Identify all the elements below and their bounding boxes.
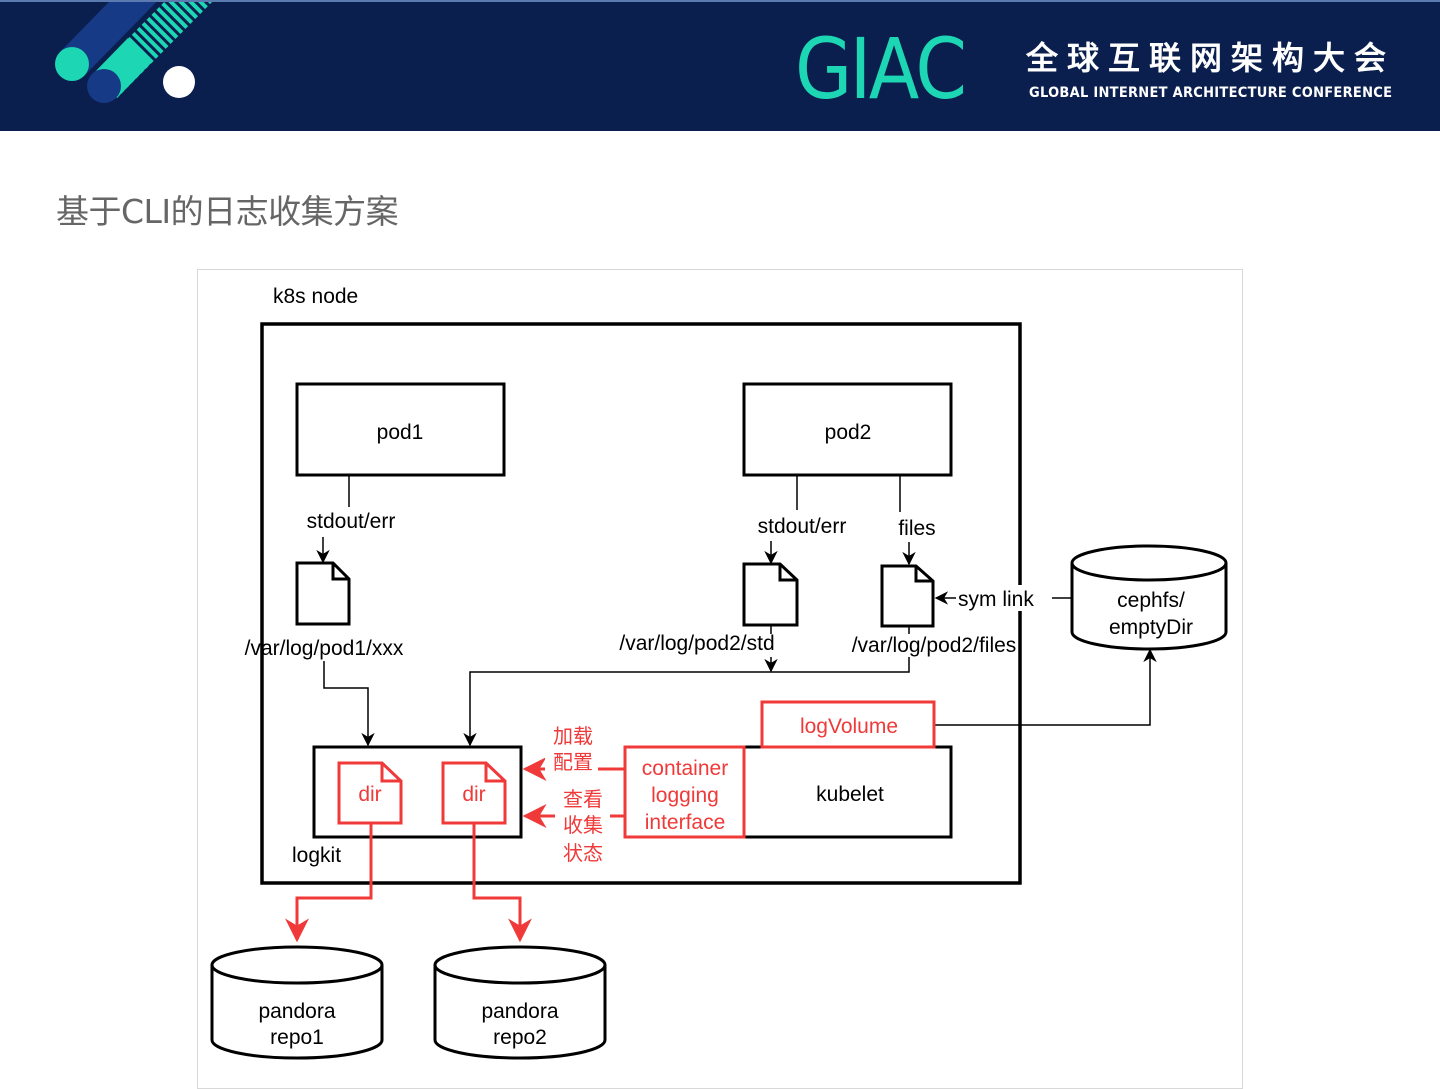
logkit-label: logkit <box>292 844 341 867</box>
pod1-stdout-label: stdout/err <box>307 510 396 533</box>
dir-label: dir <box>462 783 485 806</box>
logvolume-to-cephfs-arrow <box>934 648 1157 726</box>
conference-name-en: GLOBAL INTERNET ARCHITECTURE CONFERENCE <box>1029 85 1393 101</box>
cli-box <box>623 745 746 839</box>
file-path-pod1: /var/log/pod1/xxx <box>245 637 404 660</box>
pod2-stdout-label: stdout/err <box>758 515 847 538</box>
dir-label: dir <box>358 783 381 806</box>
file-path-pod2-std: /var/log/pod2/std <box>619 632 774 655</box>
file-icon <box>880 564 935 628</box>
dir-file-icon: dir <box>337 761 403 825</box>
dir2-to-repo2-arrow <box>472 823 532 943</box>
logo-blue-dot <box>87 69 121 103</box>
conference-name-cn: 全球互联网架构大会 <box>1026 39 1396 77</box>
conference-header: GIAC 全球互联网架构大会 GLOBAL INTERNET ARCHITECT… <box>0 0 1440 131</box>
kubelet-box <box>742 745 953 839</box>
repo2-label-line2: repo2 <box>493 1026 547 1049</box>
cli-label-line3: interface <box>645 811 726 834</box>
cephfs-storage-cylinder: cephfs/ emptyDir <box>1070 544 1228 651</box>
pod2-files-to-logkit-arrow <box>463 657 910 747</box>
repo1-label-line2: repo1 <box>270 1026 324 1049</box>
cephfs-label-line1: cephfs/ <box>1117 589 1185 612</box>
sym-link-label: sym link <box>958 588 1034 611</box>
cephfs-label-line2: emptyDir <box>1109 616 1193 639</box>
pod2-files-label: files <box>898 517 935 540</box>
brand-logo-text: GIAC <box>795 20 967 118</box>
dir-file-icon: dir <box>441 761 507 825</box>
pod1-file-to-logkit-arrow <box>323 661 375 747</box>
file-icon <box>295 561 351 626</box>
logo-blue-bar <box>59 2 157 76</box>
cli-label-line2: logging <box>651 784 719 807</box>
view-status-label-line2: 收集 <box>563 814 603 837</box>
giac-logo-art <box>55 2 213 103</box>
repo1-label-line1: pandora <box>258 1000 335 1023</box>
pod1-label: pod1 <box>377 421 424 444</box>
load-config-label-line1: 加载 <box>553 725 593 748</box>
pod2-label: pod2 <box>825 421 872 444</box>
file-icon <box>742 562 799 627</box>
logo-white-dot <box>163 66 195 98</box>
repo2-label-line1: pandora <box>481 1000 558 1023</box>
logvolume-label: logVolume <box>800 715 898 738</box>
dir1-to-repo1-arrow <box>285 823 373 943</box>
load-config-label-line2: 配置 <box>553 752 593 774</box>
k8s-node-label: k8s node <box>273 285 358 308</box>
slide-title: 基于CLI的日志收集方案 <box>56 192 399 231</box>
cli-label-line1: container <box>642 757 728 780</box>
file-path-pod2-files: /var/log/pod2/files <box>852 634 1017 657</box>
pod1-box: pod1 <box>295 382 506 477</box>
pandora-repo1-cylinder: pandora repo1 <box>210 945 384 1060</box>
view-status-label-line1: 查看 <box>563 788 603 811</box>
logvolume-box <box>760 700 936 749</box>
pandora-repo2-cylinder: pandora repo2 <box>433 945 607 1060</box>
pod2-box: pod2 <box>742 382 953 477</box>
kubelet-label: kubelet <box>816 783 884 806</box>
view-status-label-line3: 状态 <box>563 842 603 865</box>
logo-teal-dot <box>55 47 89 81</box>
